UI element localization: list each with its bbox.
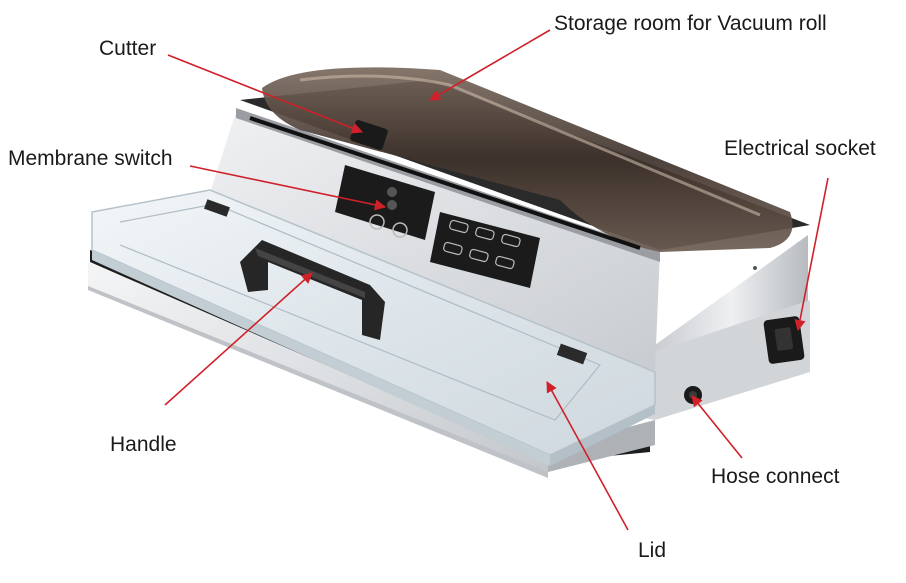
arrow-membrane <box>189 165 387 211</box>
arrow-socket <box>794 177 829 332</box>
label-handle: Handle <box>110 433 177 456</box>
base-right-end <box>548 420 655 472</box>
storage-cover <box>262 67 793 252</box>
screw <box>753 266 757 270</box>
handle <box>240 240 385 340</box>
display-button-down <box>387 200 397 210</box>
lid-right-edge <box>550 405 655 466</box>
arrow-hose <box>691 395 743 459</box>
lid-latch-left <box>204 199 230 217</box>
label-membrane-switch: Membrane switch <box>8 147 173 170</box>
lid-inner-edge <box>119 203 601 421</box>
socket-inner <box>774 327 794 351</box>
lid-latch-right <box>556 343 588 365</box>
arrow-cutter <box>167 54 364 134</box>
display-button-up <box>387 187 397 197</box>
arrow-handle <box>164 272 313 406</box>
label-lid: Lid <box>638 539 667 562</box>
vacuum-round-button <box>392 222 408 238</box>
vacuum-sealer-machine <box>88 67 810 478</box>
cutter-track <box>249 116 641 250</box>
storage-cover-highlight <box>299 74 761 217</box>
label-hose-connect: Hose connect <box>711 465 840 488</box>
label-electrical-socket: Electrical socket <box>724 137 876 160</box>
arrow-storage <box>429 29 551 101</box>
control-slope <box>195 115 660 370</box>
label-storage-room: Storage room for Vacuum roll <box>554 12 827 35</box>
function-buttons <box>443 219 521 270</box>
base-front-face <box>88 262 548 472</box>
label-cutter: Cutter <box>99 37 157 60</box>
lid-front-edge <box>92 250 550 466</box>
arrow-lid <box>546 381 629 531</box>
seal-round-button <box>369 214 385 230</box>
callout-arrows <box>164 29 829 531</box>
